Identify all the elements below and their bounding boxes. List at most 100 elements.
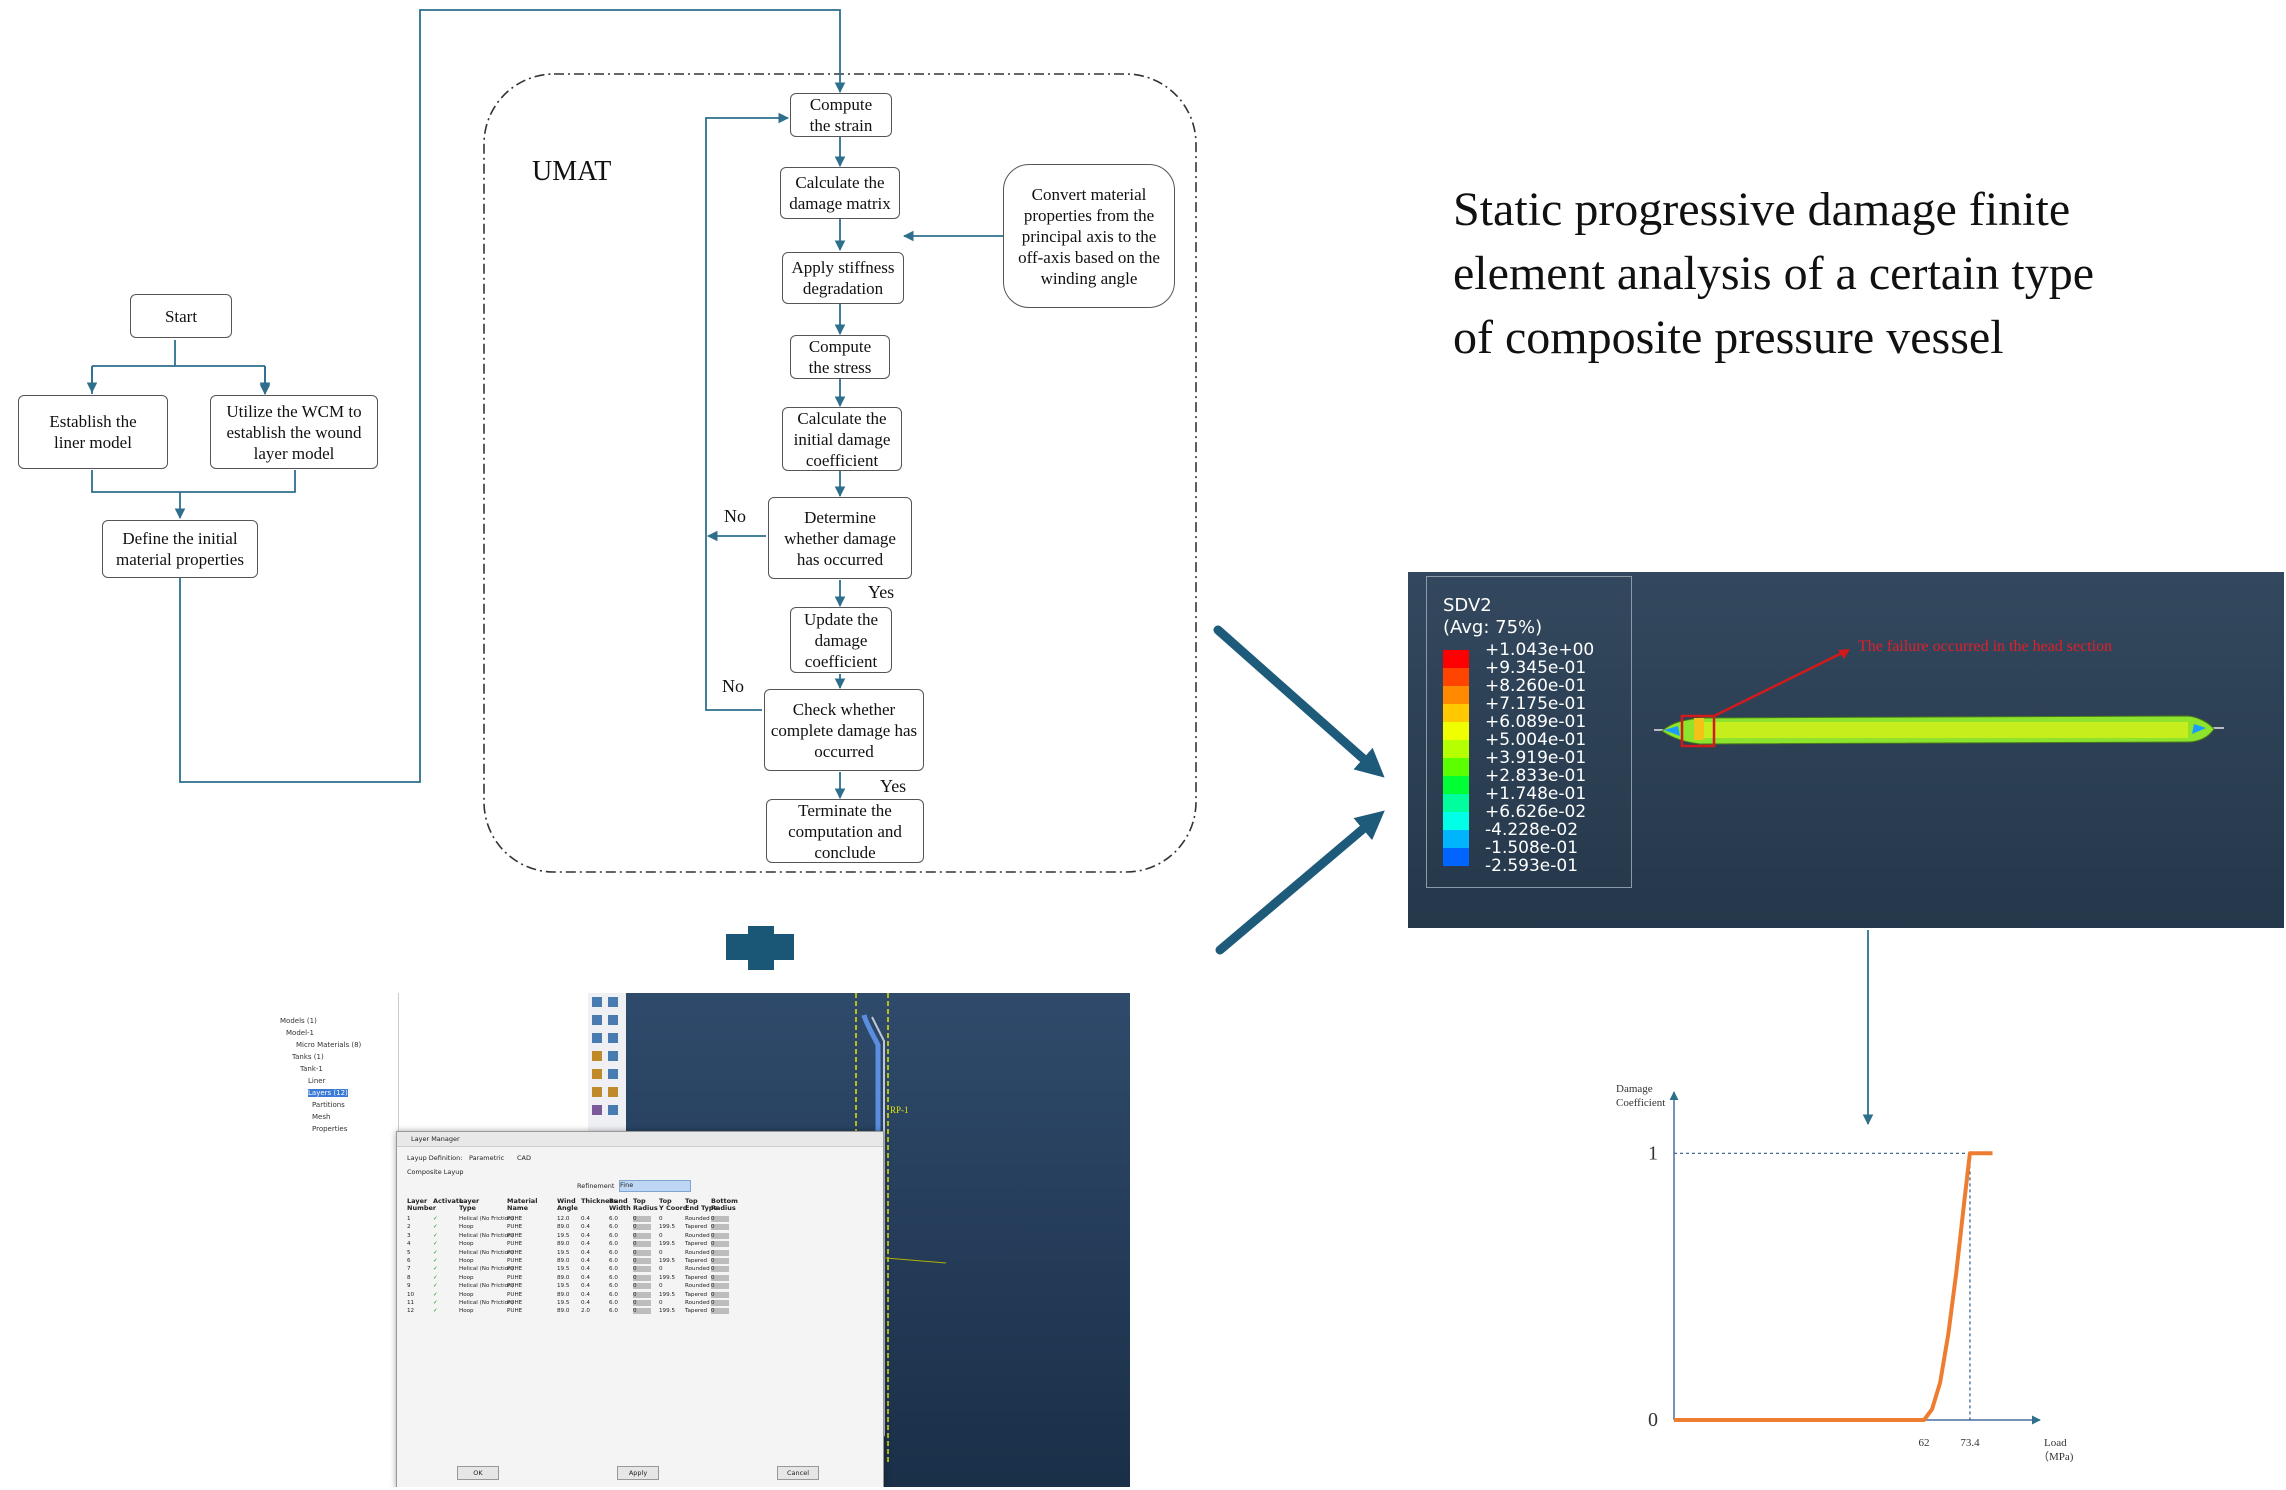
- table-cell[interactable]: 0: [633, 1300, 651, 1306]
- table-cell[interactable]: 0: [711, 1274, 729, 1281]
- table-cell[interactable]: 199.5: [659, 1274, 676, 1281]
- table-cell[interactable]: Hoop: [459, 1258, 474, 1264]
- table-cell[interactable]: Tapered: [685, 1274, 708, 1281]
- table-cell[interactable]: 6.0: [609, 1266, 618, 1273]
- table-cell[interactable]: Hoop: [459, 1224, 474, 1231]
- table-cell[interactable]: 0.4: [581, 1216, 590, 1222]
- table-cell[interactable]: 199.5: [659, 1224, 676, 1231]
- table-cell[interactable]: Tapered: [685, 1291, 708, 1298]
- table-cell[interactable]: Helical (No Friction): [459, 1300, 514, 1306]
- table-cell[interactable]: 1: [407, 1216, 411, 1222]
- table-cell[interactable]: Helical (No Friction): [459, 1249, 514, 1256]
- table-cell[interactable]: 0: [659, 1300, 663, 1306]
- table-cell[interactable]: ✓: [433, 1241, 438, 1248]
- table-cell[interactable]: 0: [659, 1283, 663, 1290]
- table-cell[interactable]: PUHE: [507, 1216, 523, 1222]
- table-cell[interactable]: Rounded: [685, 1216, 710, 1222]
- table-cell[interactable]: ✓: [433, 1224, 438, 1231]
- table-cell[interactable]: ✓: [433, 1283, 438, 1290]
- table-cell[interactable]: Helical (No Friction): [459, 1266, 514, 1273]
- table-cell[interactable]: 0: [633, 1249, 651, 1256]
- table-cell[interactable]: Tapered: [685, 1308, 708, 1315]
- table-cell[interactable]: 0: [633, 1308, 651, 1315]
- table-cell[interactable]: 0.4: [581, 1291, 590, 1298]
- table-cell[interactable]: 0: [659, 1249, 663, 1256]
- table-cell[interactable]: 0.4: [581, 1300, 590, 1306]
- table-cell[interactable]: 0.4: [581, 1258, 590, 1264]
- table-cell[interactable]: Tapered: [685, 1258, 708, 1264]
- table-cell[interactable]: 199.5: [659, 1291, 676, 1298]
- table-cell[interactable]: 0.4: [581, 1283, 590, 1290]
- table-cell[interactable]: Helical (No Friction): [459, 1216, 514, 1222]
- table-cell[interactable]: 8: [407, 1274, 411, 1281]
- table-cell[interactable]: 3: [407, 1232, 411, 1239]
- table-cell[interactable]: Helical (No Friction): [459, 1232, 514, 1239]
- ok-button[interactable]: OK: [457, 1466, 499, 1480]
- cancel-button[interactable]: Cancel: [777, 1466, 819, 1480]
- table-cell[interactable]: 19.5: [557, 1249, 570, 1256]
- layer-manager-dialog[interactable]: Layer Manager Layup Definition: Parametr…: [396, 1131, 884, 1487]
- table-cell[interactable]: 6.0: [609, 1241, 618, 1248]
- table-cell[interactable]: 0.4: [581, 1249, 590, 1256]
- table-cell[interactable]: PUHE: [507, 1232, 523, 1239]
- table-cell[interactable]: ✓: [433, 1266, 438, 1273]
- table-cell[interactable]: PUHE: [507, 1249, 523, 1256]
- table-cell[interactable]: 0: [711, 1291, 729, 1298]
- table-cell[interactable]: 6.0: [609, 1283, 618, 1290]
- table-cell[interactable]: 0.4: [581, 1241, 590, 1248]
- table-cell[interactable]: Hoop: [459, 1241, 474, 1248]
- tree-item[interactable]: Tank-1: [300, 1065, 323, 1073]
- tree-item[interactable]: Liner: [308, 1077, 326, 1085]
- table-cell[interactable]: 0: [633, 1224, 651, 1231]
- table-cell[interactable]: Tapered: [685, 1241, 708, 1248]
- table-cell[interactable]: PUHE: [507, 1241, 523, 1248]
- table-cell[interactable]: Hoop: [459, 1308, 474, 1315]
- table-cell[interactable]: ✓: [433, 1249, 438, 1256]
- table-cell[interactable]: 19.5: [557, 1283, 570, 1290]
- table-cell[interactable]: ✓: [433, 1274, 438, 1281]
- table-cell[interactable]: 11: [407, 1300, 415, 1306]
- cad-radio[interactable]: CAD: [517, 1154, 531, 1162]
- table-cell[interactable]: PUHE: [507, 1300, 523, 1306]
- tree-item[interactable]: Models (1): [280, 1017, 317, 1025]
- table-cell[interactable]: 0: [711, 1216, 729, 1222]
- table-cell[interactable]: 0: [711, 1308, 729, 1315]
- table-cell[interactable]: ✓: [433, 1232, 438, 1239]
- table-cell[interactable]: 10: [407, 1291, 415, 1298]
- table-cell[interactable]: 0: [633, 1258, 651, 1264]
- tree-item[interactable]: Layers (12): [308, 1089, 348, 1097]
- table-cell[interactable]: PUHE: [507, 1266, 523, 1273]
- table-cell[interactable]: Hoop: [459, 1274, 474, 1281]
- table-cell[interactable]: 0: [711, 1300, 729, 1306]
- tree-item[interactable]: Properties: [312, 1125, 348, 1133]
- tree-item[interactable]: Tanks (1): [292, 1053, 324, 1061]
- table-cell[interactable]: 89.0: [557, 1258, 570, 1264]
- table-cell[interactable]: 0: [711, 1224, 729, 1231]
- table-cell[interactable]: ✓: [433, 1258, 438, 1264]
- table-cell[interactable]: 19.5: [557, 1300, 570, 1306]
- table-cell[interactable]: 0: [633, 1283, 651, 1290]
- table-cell[interactable]: 0: [659, 1232, 663, 1239]
- table-cell[interactable]: Rounded: [685, 1249, 710, 1256]
- table-cell[interactable]: 4: [407, 1241, 411, 1248]
- table-cell[interactable]: PUHE: [507, 1274, 523, 1281]
- table-cell[interactable]: 0: [633, 1216, 651, 1222]
- table-cell[interactable]: ✓: [433, 1291, 438, 1298]
- table-cell[interactable]: 19.5: [557, 1232, 570, 1239]
- table-cell[interactable]: 0: [711, 1283, 729, 1290]
- table-cell[interactable]: PUHE: [507, 1224, 523, 1231]
- table-cell[interactable]: Tapered: [685, 1224, 708, 1231]
- table-cell[interactable]: 89.0: [557, 1308, 570, 1315]
- table-cell[interactable]: 89.0: [557, 1224, 570, 1231]
- table-cell[interactable]: 0: [711, 1241, 729, 1248]
- table-cell[interactable]: 6.0: [609, 1224, 618, 1231]
- refinement-select[interactable]: Fine: [619, 1180, 691, 1192]
- tree-item[interactable]: Model-1: [286, 1029, 314, 1037]
- table-cell[interactable]: 0: [711, 1249, 729, 1256]
- table-cell[interactable]: PUHE: [507, 1283, 523, 1290]
- table-cell[interactable]: 6.0: [609, 1258, 618, 1264]
- table-cell[interactable]: 0: [633, 1274, 651, 1281]
- table-cell[interactable]: 89.0: [557, 1291, 570, 1298]
- table-cell[interactable]: 6.0: [609, 1216, 618, 1222]
- table-cell[interactable]: 9: [407, 1283, 411, 1290]
